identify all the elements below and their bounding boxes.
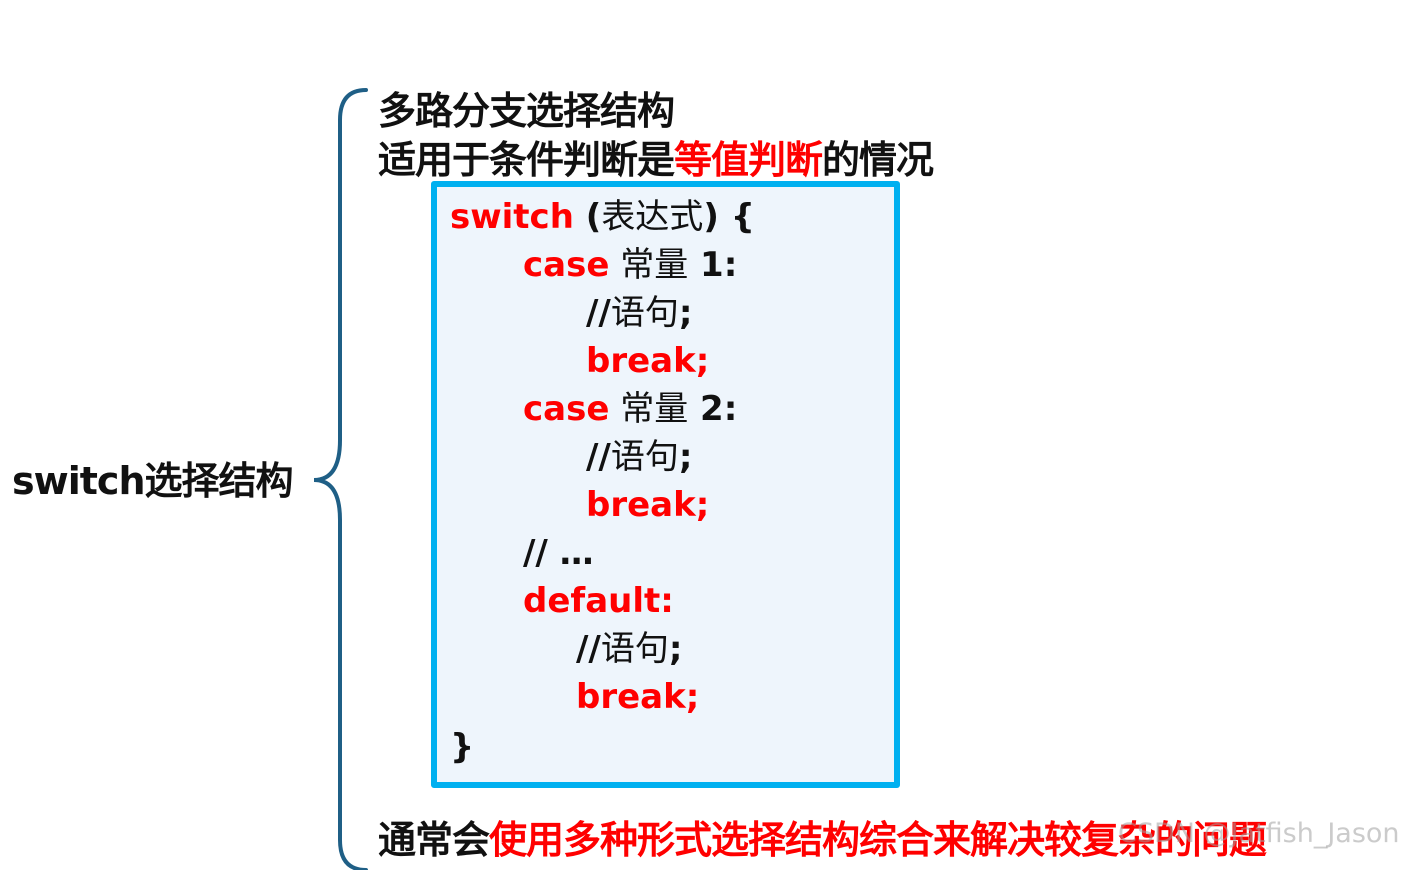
usage-prefix: 适用于条件判断是 bbox=[378, 138, 675, 182]
code-line-switch: switch (表达式) { bbox=[450, 197, 755, 237]
heading-usage: 适用于条件判断是等值判断的情况 bbox=[378, 129, 934, 184]
stmt1-text: 语句 bbox=[610, 293, 679, 333]
code-line-break1: break; bbox=[586, 341, 710, 381]
code-line-break2: break; bbox=[586, 485, 710, 525]
case1-constant: 常量 bbox=[609, 245, 689, 285]
code-line-close: } bbox=[450, 727, 475, 767]
code-line-break3: break; bbox=[576, 677, 700, 717]
switch-keyword: switch bbox=[450, 197, 574, 237]
stmt3-text: 语句 bbox=[600, 629, 669, 669]
code-line-stmt2: //语句; bbox=[586, 437, 692, 477]
case2-number: 2: bbox=[688, 389, 738, 429]
stmt1-slash: // bbox=[586, 293, 611, 333]
code-block: switch (表达式) { case 常量 1: //语句; break; c… bbox=[431, 181, 900, 788]
code-line-stmt1: //语句; bbox=[586, 293, 692, 333]
code-line-case2: case 常量 2: bbox=[523, 389, 737, 429]
case1-keyword: case bbox=[523, 245, 610, 285]
watermark: CSDN @Jatfish_Jason bbox=[1118, 818, 1400, 849]
stmt2-text: 语句 bbox=[610, 437, 679, 477]
stmt3-slash: // bbox=[576, 629, 601, 669]
switch-open: ( bbox=[573, 197, 602, 237]
footer-prefix: 通常会 bbox=[378, 818, 490, 862]
case2-keyword: case bbox=[523, 389, 610, 429]
usage-highlight: 等值判断 bbox=[674, 138, 823, 182]
curly-brace bbox=[313, 88, 368, 870]
code-line-case1: case 常量 1: bbox=[523, 245, 737, 285]
root-label: switch选择结构 bbox=[12, 459, 293, 503]
footer-highlight: 使用多种形式选择结构综合来解决较复杂的问题 bbox=[489, 818, 1267, 862]
code-line-ellipsis: // … bbox=[523, 533, 594, 573]
case2-constant: 常量 bbox=[609, 389, 689, 429]
switch-expression: 表达式 bbox=[601, 197, 704, 237]
case1-number: 1: bbox=[688, 245, 738, 285]
stmt3-semi: ; bbox=[668, 629, 683, 669]
switch-close: ) { bbox=[703, 197, 755, 237]
code-line-default: default: bbox=[523, 581, 674, 621]
usage-suffix: 的情况 bbox=[822, 138, 934, 182]
stmt2-semi: ; bbox=[678, 437, 693, 477]
heading-multi-branch: 多路分支选择结构 bbox=[378, 89, 675, 133]
stmt1-semi: ; bbox=[678, 293, 693, 333]
stmt2-slash: // bbox=[586, 437, 611, 477]
footer-note: 通常会使用多种形式选择结构综合来解决较复杂的问题 bbox=[378, 809, 1267, 864]
code-line-stmt3: //语句; bbox=[576, 629, 682, 669]
